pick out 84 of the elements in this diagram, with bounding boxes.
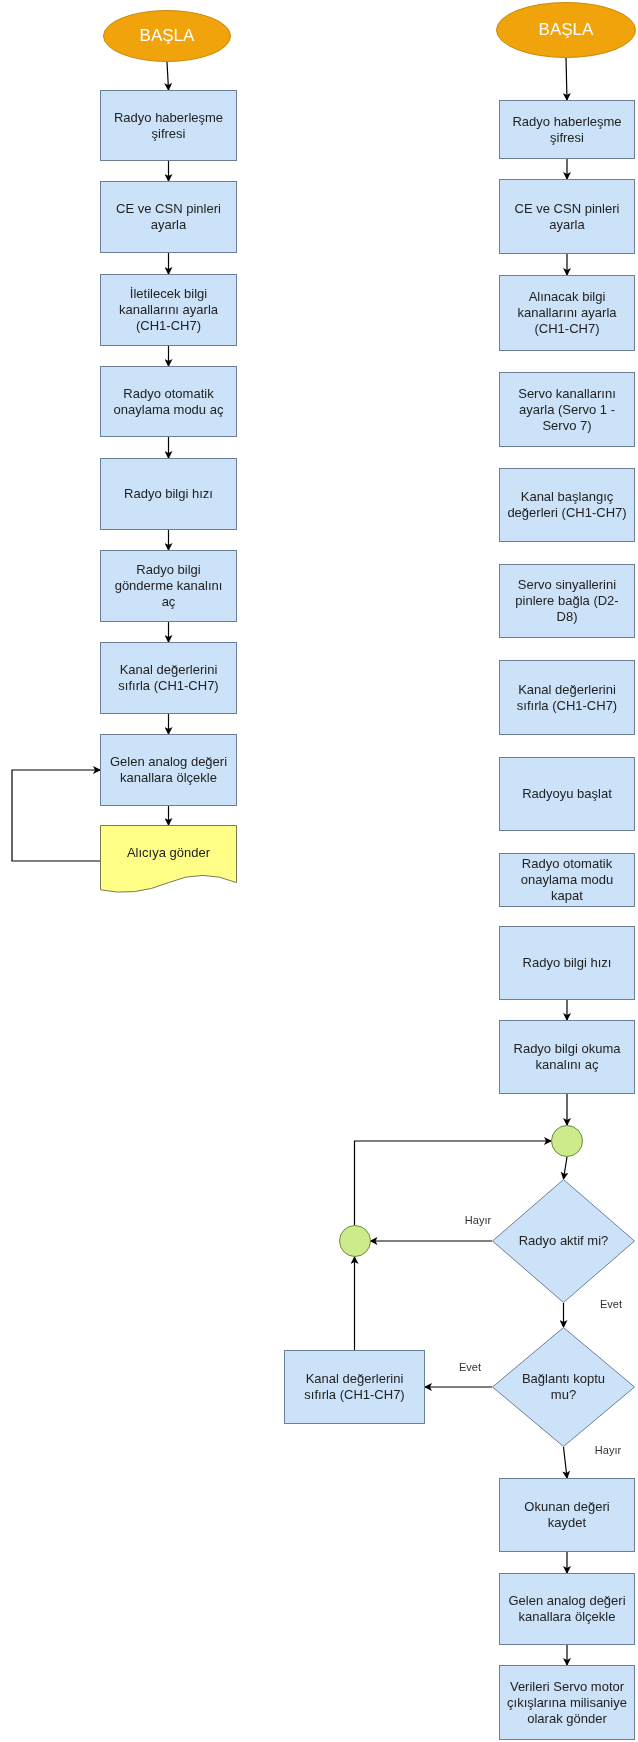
step-text: Alınacak bilgi kanallarını ayarla (CH1-CH7) [516,289,618,337]
step-text: BAŞLA [139,26,195,46]
arrow [164,805,173,826]
arrow [563,158,571,180]
step-text: Gelen analog değeri kanallara ölçekle [108,754,229,786]
process-box [499,926,635,1000]
step-text: Radyo haberleşme şifresi [511,113,623,146]
step-text: Bağlantı koptu mu? [520,1371,607,1403]
arrow [562,57,571,101]
step-text: CE ve CSN pinleri ayarla [115,201,222,233]
arrow [563,1093,571,1126]
arrow [164,252,173,275]
step-text: Radyoyu başlat [522,786,612,802]
step-text: Kanal başlangıç değerleri (CH1-CH7) [506,489,628,521]
step-text: Kanal değerlerini sıfırla (CH1-CH7) [117,662,220,694]
arrow [563,999,571,1021]
process-box [499,468,635,542]
start-ellipse [103,10,231,62]
arrow [563,1644,571,1666]
step-text: CE ve CSN pinleri ayarla [513,200,621,233]
arrow [350,1256,359,1351]
step-text: Kanal değerlerini sıfırla (CH1-CH7) [303,1371,406,1403]
process-box [499,1020,635,1094]
start-ellipse [496,2,636,58]
process-box [100,274,237,346]
arrow [164,61,173,91]
step-text: Verileri Servo motor çıkışlarına milisaniye olarak gönder [506,1678,628,1727]
arrow [560,1156,569,1180]
arrow [563,1551,571,1574]
step-text: Radyo otomatik onaylama modu aç [112,385,225,418]
process-box [100,734,237,806]
arrow [369,1237,493,1245]
process-box [499,1573,635,1645]
process-box [499,100,635,159]
process-box [100,90,237,161]
arrow [563,253,571,276]
process-box [100,642,237,714]
step-text: Radyo otomatik onaylama modu kapat [519,856,615,904]
step-text: İletilecek bilgi kanallarını ayarla (CH1-CH7) [118,286,219,334]
arrow [562,1446,571,1479]
arrow [164,621,173,643]
process-box [499,275,635,351]
arrow [559,1302,568,1328]
edge-label: Hayır [462,1213,494,1227]
decision-diamond [492,1327,635,1447]
step-text: Radyo bilgi hızı [124,486,213,502]
arrow [164,529,173,551]
process-box [284,1350,425,1424]
step-text: Alıcıya gönder [126,845,211,861]
step-text: Okunan değeri kaydet [523,1499,611,1531]
process-box [499,853,635,907]
process-box [100,366,237,437]
step-text: Radyo haberleşme şifresi [112,109,225,142]
step-text: Radyo bilgi okuma kanalını aç [512,1041,622,1073]
connector-circle [338,1225,371,1257]
arrow [164,436,173,459]
arrow [164,713,173,735]
step-text: Gelen analog değeri kanallara ölçekle [507,1593,627,1625]
edge-label: Hayır [592,1443,624,1457]
process-box [499,1665,635,1740]
process-box [499,757,635,831]
step-text: BAŞLA [538,20,594,40]
step-text: Servo sinyallerini pinlere bağla (D2-D8) [514,577,620,625]
arrow [164,345,173,367]
process-box [499,179,635,254]
step-text: Radyo bilgi gönderme kanalını aç [113,562,224,610]
process-box [100,181,237,253]
step-text: Radyo bilgi hızı [522,955,612,971]
step-text: Kanal değerlerini sıfırla (CH1-CH7) [515,681,619,714]
arrow [353,1137,552,1226]
step-text: Radyo aktif mi? [518,1233,609,1249]
process-box [499,1478,635,1552]
process-box [100,550,237,622]
connector-circle [551,1125,583,1157]
arrow [424,1383,493,1391]
process-box [499,660,635,735]
process-box [499,372,635,447]
step-text: Servo kanallarını ayarla (Servo 1 - Servo 7) [517,385,617,434]
process-box [499,564,635,638]
edge-label: Evet [598,1297,624,1311]
process-box [100,458,237,530]
arrow [164,160,173,182]
arrow [11,766,101,862]
edge-label: Evet [457,1360,483,1374]
